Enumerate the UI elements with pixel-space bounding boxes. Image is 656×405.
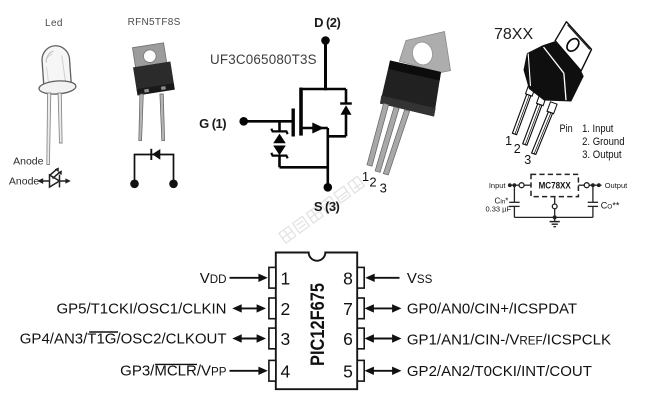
svg-text:5: 5: [343, 361, 353, 381]
svg-text:3. Output: 3. Output: [582, 149, 622, 161]
svg-text:6: 6: [343, 329, 353, 349]
svg-text:2: 2: [281, 299, 291, 319]
svg-text:Anode: Anode: [9, 176, 40, 188]
svg-text:3: 3: [380, 180, 387, 195]
svg-text:3: 3: [281, 329, 291, 349]
svg-text:VSS: VSS: [407, 270, 433, 287]
svg-text:S (3): S (3): [314, 199, 340, 214]
svg-text:0.33 µF: 0.33 µF: [486, 205, 512, 214]
svg-text:GP3/MCLR/VPP: GP3/MCLR/VPP: [120, 363, 227, 380]
svg-text:Led: Led: [45, 18, 63, 29]
svg-text:2: 2: [369, 175, 376, 190]
svg-text:GP4/AN3/T1G/OSC2/CLKOUT: GP4/AN3/T1G/OSC2/CLKOUT: [20, 330, 227, 347]
svg-text:GP2/AN2/T0CKI/INT/COUT: GP2/AN2/T0CKI/INT/COUT: [407, 363, 592, 380]
svg-text:UF3C065080T3S: UF3C065080T3S: [210, 52, 317, 67]
svg-text:D (2): D (2): [314, 15, 340, 30]
svg-text:Input: Input: [489, 181, 507, 190]
svg-text:GP5/T1CKI/OSC1/CLKIN: GP5/T1CKI/OSC1/CLKIN: [56, 301, 226, 318]
svg-text:7: 7: [343, 299, 353, 319]
svg-text:PIC12F675: PIC12F675: [308, 283, 329, 366]
svg-text:8: 8: [343, 268, 353, 288]
svg-text:2. Ground: 2. Ground: [582, 136, 624, 148]
svg-text:Anode: Anode: [13, 156, 44, 168]
svg-text:78XX: 78XX: [494, 26, 533, 43]
svg-text:CO**: CO**: [601, 201, 620, 211]
svg-text:1: 1: [505, 134, 512, 148]
svg-text:RFN5TF8S: RFN5TF8S: [128, 17, 181, 28]
svg-text:CIn*: CIn*: [495, 197, 509, 206]
svg-text:1: 1: [362, 169, 369, 184]
svg-text:2: 2: [514, 142, 521, 156]
svg-text:MC78XX: MC78XX: [539, 181, 571, 191]
svg-text:VDD: VDD: [200, 270, 227, 287]
svg-text:Pin: Pin: [560, 123, 573, 135]
svg-text:1. Input: 1. Input: [582, 123, 613, 135]
svg-text:Output: Output: [605, 181, 628, 190]
svg-text:GP0/AN0/CIN+/ICSPDAT: GP0/AN0/CIN+/ICSPDAT: [407, 301, 577, 318]
svg-text:G (1): G (1): [199, 116, 226, 131]
svg-text:3: 3: [524, 153, 531, 167]
svg-text:4: 4: [281, 361, 291, 381]
svg-text:1: 1: [281, 268, 291, 288]
svg-text:GP1/AN1/CIN-/VREF/ICSPCLK: GP1/AN1/CIN-/VREF/ICSPCLK: [407, 331, 611, 348]
